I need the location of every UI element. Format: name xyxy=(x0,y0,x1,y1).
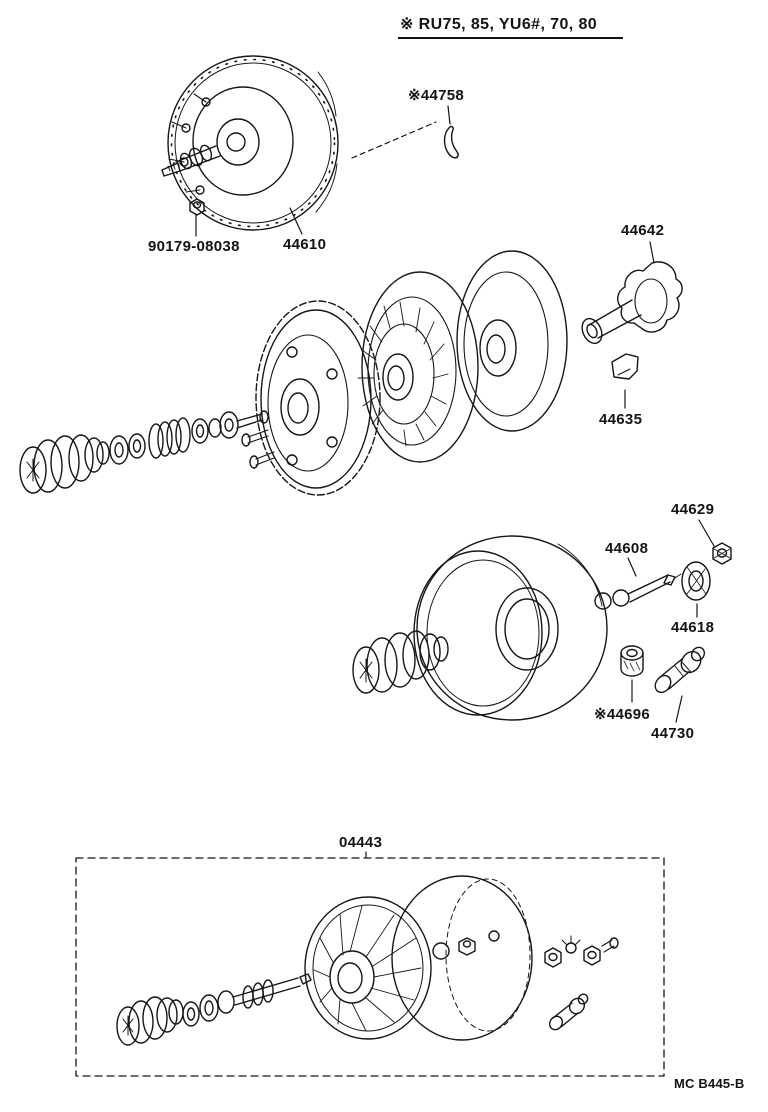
reaction-parts-drawing xyxy=(19,410,269,494)
nut-90179-drawing xyxy=(189,198,205,216)
brake-booster-44610-drawing xyxy=(161,55,339,231)
part-label-44696: ※44696 xyxy=(594,706,651,723)
part-label-44618: 44618 xyxy=(671,619,715,636)
clip-44758-drawing xyxy=(443,125,459,159)
part-label-44629: 44629 xyxy=(671,501,715,518)
pushrod-44608-drawing xyxy=(594,573,682,610)
element-44635-drawing xyxy=(611,353,639,380)
part-label-44610: 44610 xyxy=(283,236,327,253)
seal-44618-drawing xyxy=(681,561,711,601)
bushing-44696-drawing xyxy=(620,645,644,677)
part-label-44758: ※44758 xyxy=(408,87,465,104)
diagram-title: ※ RU75, 85, YU6#, 70, 80 xyxy=(398,14,624,39)
part-label-44608: 44608 xyxy=(605,540,649,557)
valve-body-44642-drawing xyxy=(581,261,683,345)
kit-04443-drawing xyxy=(75,857,665,1077)
nut-44629-drawing xyxy=(712,542,732,565)
diaphragm-plate-drawing xyxy=(241,300,381,496)
part-label-44642: 44642 xyxy=(621,222,665,239)
check-valve-44730-drawing xyxy=(654,646,706,694)
support-plate-drawing xyxy=(357,271,479,463)
rear-shell-drawing xyxy=(352,535,608,721)
rear-diaphragm-drawing xyxy=(456,250,568,432)
part-label-90179-08038: 90179-08038 xyxy=(148,238,240,255)
part-label-04443: 04443 xyxy=(339,834,383,851)
part-label-44635: 44635 xyxy=(599,411,643,428)
leader-lines xyxy=(195,105,715,859)
figure-code: MC B445-B xyxy=(674,1076,745,1091)
part-label-44730: 44730 xyxy=(651,725,695,742)
